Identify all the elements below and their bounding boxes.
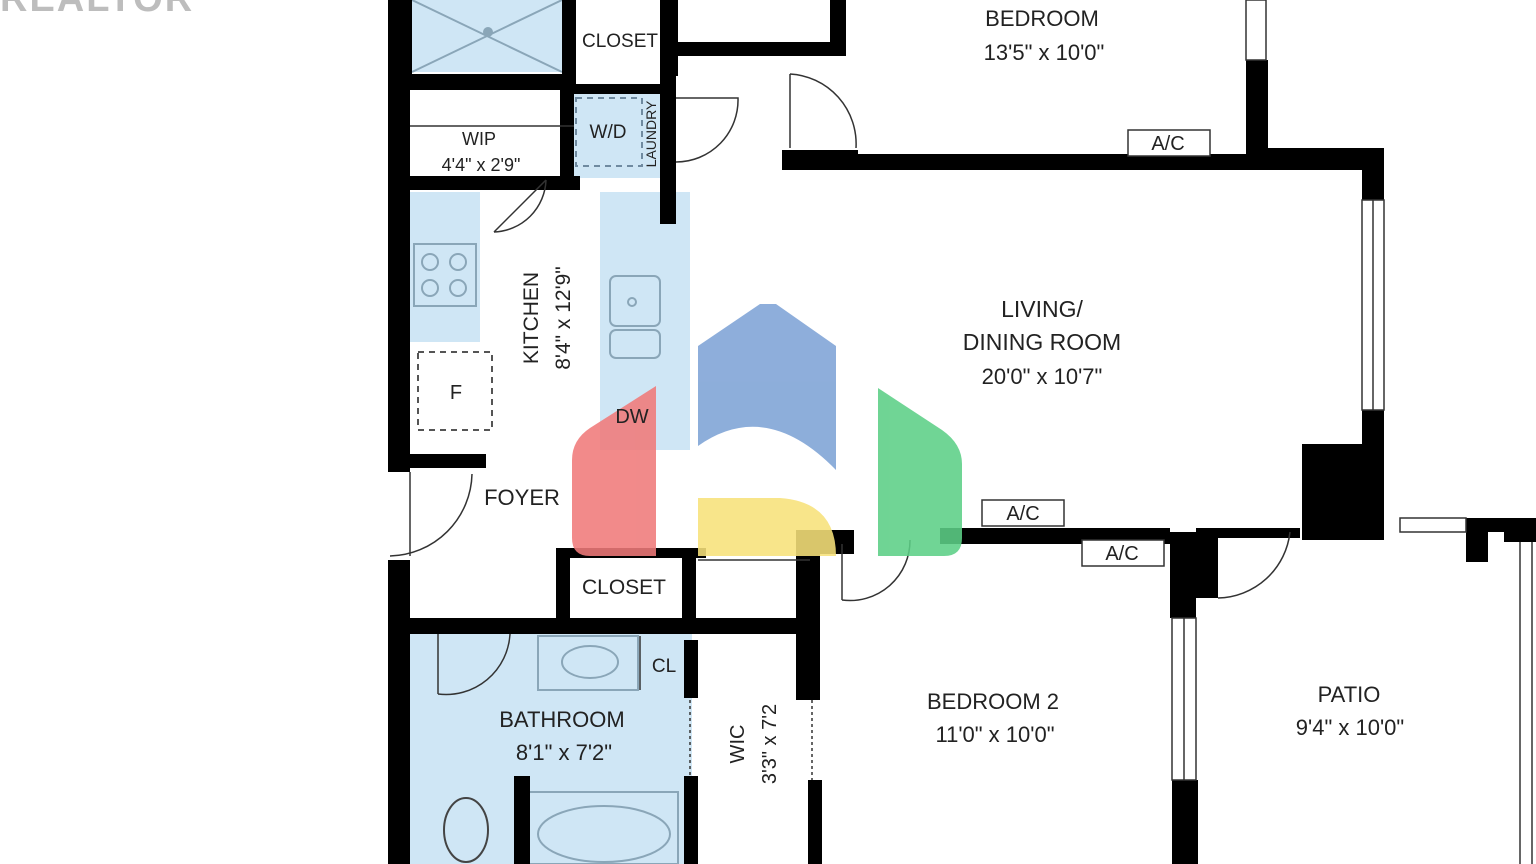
- ac-bed2: [1081, 539, 1165, 567]
- laundry-label: LAUNDRY: [643, 100, 659, 167]
- kitchen-counter-left: [410, 192, 480, 342]
- laundry-area: [572, 92, 660, 178]
- dw-label: DW: [615, 406, 648, 428]
- vanity-sink: [561, 645, 619, 679]
- bathtub-basin: [537, 805, 671, 863]
- ac-units: [981, 129, 1211, 567]
- vanity: [537, 635, 639, 691]
- wip-name: WIP: [462, 129, 496, 149]
- logo-red-shape: [572, 386, 656, 556]
- door-laundry: [675, 97, 739, 163]
- living-size: 20'0" x 10'7": [982, 364, 1103, 389]
- windows: [1171, 0, 1533, 864]
- wip-size: 4'4" x 2'9": [442, 155, 521, 175]
- ac-top-label: A/C: [1151, 133, 1184, 155]
- walls: [388, 0, 1536, 864]
- bedroom-size: 13'5" x 10'0": [984, 40, 1105, 65]
- bedroom-name: BEDROOM: [985, 6, 1099, 31]
- fridge-outline: [417, 351, 493, 431]
- closet-foyer-label: CLOSET: [582, 576, 666, 599]
- window-bedroom: [1245, 0, 1267, 61]
- logo-blue-shape: [698, 304, 836, 470]
- door-bedroom: [789, 73, 857, 149]
- wic-size: 3'3" x 7'2: [759, 704, 781, 784]
- logo-green-shape: [878, 388, 962, 556]
- door-wip: [493, 179, 547, 233]
- partitions: [410, 125, 813, 780]
- logo-yellow-shape: [698, 498, 836, 556]
- washer-dryer: [575, 97, 643, 167]
- bathroom-name: BATHROOM: [499, 707, 624, 732]
- sink: [609, 275, 661, 359]
- patio-size: 9'4" x 10'0": [1296, 715, 1404, 740]
- door-entry: [389, 472, 473, 557]
- ac-top: [1127, 129, 1211, 157]
- kitchen-size: 8'4" x 12'9": [552, 266, 575, 370]
- closet-top-label: CLOSET: [582, 31, 658, 52]
- watermark-text: REALTOR: [0, 0, 194, 21]
- living-line1: LIVING/: [1001, 296, 1083, 322]
- logo-watermark: [572, 304, 962, 556]
- wic-name: WIC: [727, 725, 749, 764]
- fridge-label: F: [450, 382, 462, 404]
- window-patio: [1399, 517, 1467, 533]
- bathroom-size: 8'1" x 7'2": [516, 740, 612, 765]
- bedroom2-name: BEDROOM 2: [927, 689, 1059, 714]
- ac-mid-label: A/C: [1006, 503, 1039, 525]
- cl-label: CL: [652, 656, 676, 677]
- bathroom-area: [410, 628, 692, 864]
- room-labels: BEDROOM 13'5" x 10'0" CLOSET WIP 4'4" x …: [442, 6, 1405, 784]
- bedroom2-size: 11'0" x 10'0": [935, 722, 1054, 747]
- door-bathroom: [437, 633, 511, 696]
- ac-mid: [981, 499, 1065, 527]
- toilet: [443, 797, 489, 863]
- door-patio: [1217, 531, 1291, 599]
- foyer-label: FOYER: [484, 485, 560, 510]
- patio-name: PATIO: [1318, 682, 1381, 707]
- stove: [413, 243, 477, 307]
- kitchen-name: KITCHEN: [520, 272, 543, 364]
- living-line2: DINING ROOM: [963, 329, 1121, 355]
- ac-bed2-label: A/C: [1105, 543, 1138, 565]
- wd-label: W/D: [590, 122, 627, 143]
